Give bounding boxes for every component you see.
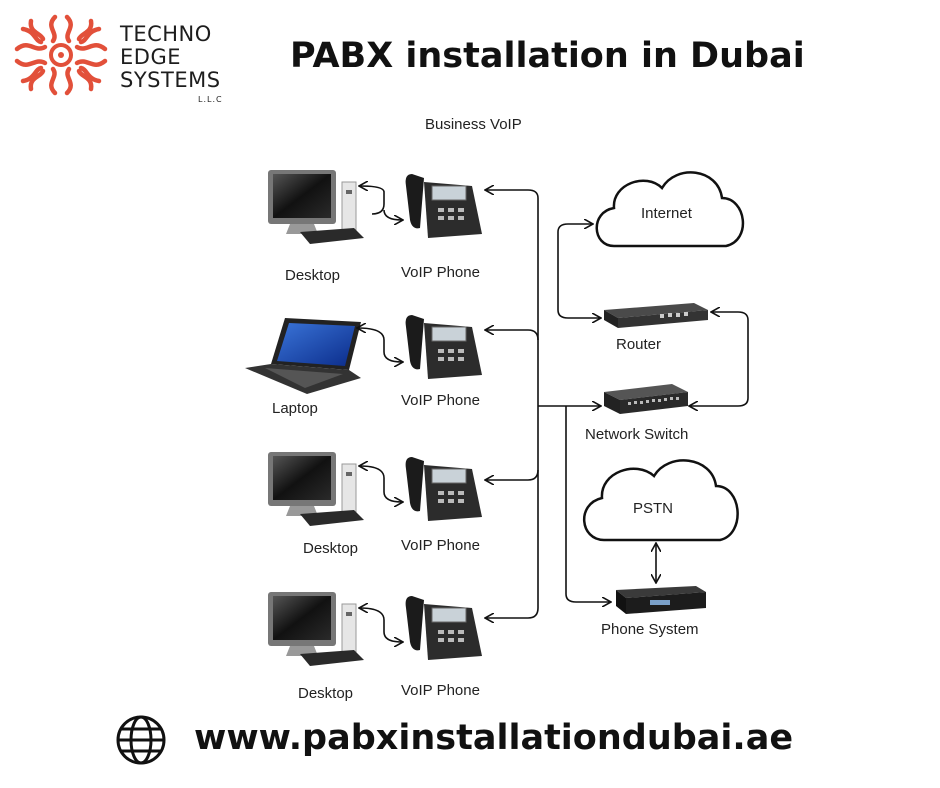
- computer-label-2: Laptop: [272, 400, 318, 417]
- internet-label: Internet: [641, 205, 692, 222]
- phone-label-4: VoIP Phone: [401, 682, 480, 699]
- gear-sunburst-logo: [14, 14, 108, 96]
- desktop-computer-3: [268, 592, 364, 666]
- desktop-computer-1: [268, 170, 364, 244]
- computer-label-4: Desktop: [298, 685, 354, 702]
- phone-label-1: VoIP Phone: [401, 264, 480, 281]
- phone-system-device: [616, 586, 706, 614]
- globe-icon: [116, 715, 166, 765]
- internet-cloud: [595, 171, 744, 248]
- desktop-computer-2: [268, 452, 364, 526]
- voip-phone-3: [405, 457, 482, 521]
- brand-line-1: TECHNO: [120, 22, 212, 46]
- network-switch-device: [604, 384, 688, 414]
- pstn-cloud: [583, 459, 739, 542]
- computer-label-1: Desktop: [285, 267, 341, 284]
- page-title: PABX installation in Dubai: [290, 36, 805, 76]
- laptop-computer: [245, 318, 361, 394]
- switch-label: Network Switch: [585, 426, 689, 443]
- voip-phone-2: [405, 315, 482, 379]
- brand-line-2: EDGE: [120, 45, 181, 69]
- voip-phone-4: [405, 596, 482, 660]
- phone-label-2: VoIP Phone: [401, 392, 480, 409]
- brand-line-4: L.L.C: [198, 95, 223, 104]
- computer-label-3: Desktop: [303, 540, 359, 557]
- voip-phone-1: [405, 174, 482, 238]
- phone-label-3: VoIP Phone: [401, 537, 480, 554]
- website-url[interactable]: www.pabxinstallationdubai.ae: [194, 718, 794, 758]
- connector-lines: [358, 186, 749, 642]
- router-label: Router: [616, 336, 662, 353]
- pstn-label: PSTN: [633, 500, 674, 517]
- phone-system-label: Phone System: [601, 621, 699, 638]
- diagram-heading: Business VoIP: [425, 116, 522, 133]
- brand-line-3: SYSTEMS: [120, 68, 221, 92]
- router-device: [604, 303, 708, 328]
